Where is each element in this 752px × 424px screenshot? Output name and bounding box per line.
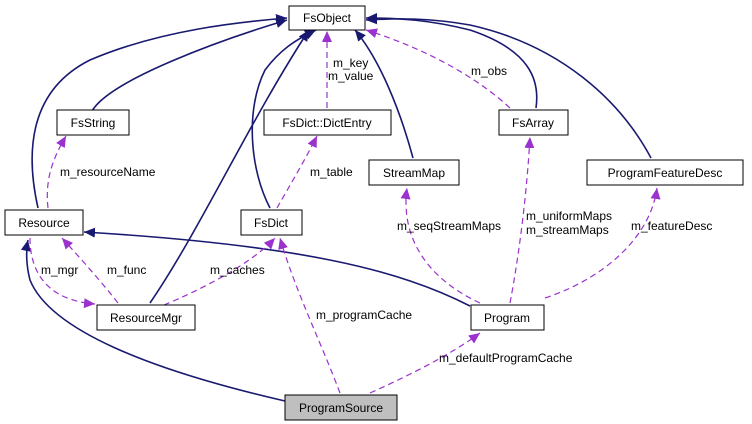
edge-program-to-resource [83,227,471,307]
edge-fsarray-obs-to-fsobject [365,28,511,109]
node-resourcemgr[interactable]: ResourceMgr [96,304,196,331]
node-fsarray-label: FsArray [512,116,554,130]
node-program-label: Program [484,311,530,325]
node-programfeaturedesc-label: ProgramFeatureDesc [608,166,723,180]
edge-fsdict-to-dictentry [276,135,318,209]
node-fsobject-label: FsObject [303,11,352,25]
label-m-seqstreammaps: m_seqStreamMaps [397,219,501,233]
edge-resourcemgr-to-resource [61,237,119,304]
edge-resourcemgr-to-fsobject [149,29,310,304]
inheritance-edges [20,13,652,402]
node-programsource[interactable]: ProgramSource [284,394,398,421]
label-m-streammaps: m_streamMaps [526,223,609,237]
label-m-mgr: m_mgr [41,263,78,277]
node-fsdict[interactable]: FsDict [240,209,303,236]
edge-programfeaturedesc-to-fsobject [365,14,652,159]
label-m-featuredesc: m_featureDesc [631,219,712,233]
label-m-table: m_table [310,165,353,179]
edge-programsource-to-resource [20,239,286,402]
node-resource-label: Resource [18,216,70,230]
edge-program-to-programfeaturedesc [544,187,661,299]
edge-fsstring-to-fsobject [91,18,288,112]
label-m-func: m_func [107,263,146,277]
label-m-key: m_key [333,56,368,70]
node-fsarray[interactable]: FsArray [498,109,569,136]
node-fsobject[interactable]: FsObject [288,5,366,31]
node-fsdict-label: FsDict [254,216,289,230]
node-programsource-label: ProgramSource [299,401,383,415]
edge-programsource-to-fsdict [278,237,341,394]
edge-resourcemgr-to-fsdict [163,237,276,306]
label-m-defaultprogramcache: m_defaultProgramCache [439,351,573,365]
label-m-obs: m_obs [471,64,507,78]
edge-labels: m_key m_value m_obs m_resourceName m_tab… [41,56,712,365]
node-fsdict-dictentry[interactable]: FsDict::DictEntry [263,109,392,136]
edge-resource-to-resourcemgr [29,237,96,309]
edge-streammap-to-fsobject [354,29,414,159]
edge-program-to-streammap [400,187,481,304]
node-streammap[interactable]: StreamMap [368,159,460,186]
node-fsdict-dictentry-label: FsDict::DictEntry [282,116,371,130]
node-fsstring[interactable]: FsString [56,109,130,136]
label-m-uniformmaps: m_uniformMaps [526,209,612,223]
edge-programsource-to-program [369,332,481,394]
edge-fsdict-to-fsobject [251,29,317,209]
node-resource[interactable]: Resource [4,209,84,236]
edge-resource-to-fsobject [31,13,288,209]
node-fsstring-label: FsString [71,116,116,130]
label-m-programcache: m_programCache [316,308,412,322]
usage-edges [29,28,661,394]
node-program[interactable]: Program [470,304,545,331]
edge-program-to-fsarray [509,136,535,304]
node-streammap-label: StreamMap [383,166,445,180]
label-m-value: m_value [328,69,374,83]
node-resourcemgr-label: ResourceMgr [110,311,182,325]
label-m-caches: m_caches [210,263,265,277]
label-m-resourcename: m_resourceName [60,165,156,179]
node-programfeaturedesc[interactable]: ProgramFeatureDesc [586,159,744,186]
